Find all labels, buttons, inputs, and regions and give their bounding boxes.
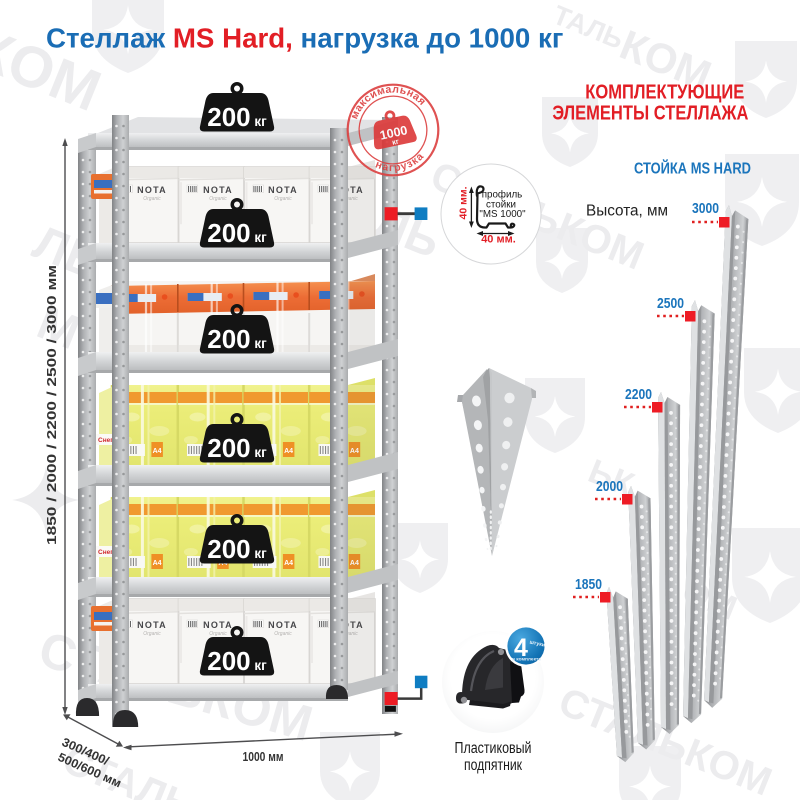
svg-text:Organic: Organic [209, 631, 227, 637]
svg-text:NOTA: NOTA [137, 620, 167, 630]
svg-text:40 мм.: 40 мм. [481, 234, 516, 246]
svg-text:Organic: Organic [274, 631, 292, 637]
svg-text:40 мм.: 40 мм. [458, 186, 470, 219]
svg-text:2200: 2200 [625, 386, 652, 403]
svg-text:профиль: профиль [482, 190, 523, 201]
svg-text:Стеллаж MS Hard, нагрузка до 1: Стеллаж MS Hard, нагрузка до 1000 кг [46, 23, 563, 54]
svg-text:1000 мм: 1000 мм [243, 750, 284, 764]
svg-text:A4: A4 [350, 560, 359, 567]
svg-text:Organic: Organic [143, 196, 161, 202]
svg-text:КОМПЛЕКТУЮЩИЕ: КОМПЛЕКТУЮЩИЕ [585, 81, 744, 103]
svg-text:1850 / 2000 / 2200 / 2500 / 30: 1850 / 2000 / 2200 / 2500 / 3000 мм [44, 265, 59, 545]
svg-text:Высота, мм: Высота, мм [586, 203, 668, 220]
svg-text:NOTA: NOTA [268, 185, 298, 195]
svg-text:NOTA: NOTA [203, 185, 233, 195]
svg-text:Organic: Organic [340, 196, 358, 202]
svg-text:Пластиковый: Пластиковый [455, 740, 532, 757]
svg-text:A4: A4 [284, 448, 293, 455]
svg-text:Organic: Organic [209, 196, 227, 202]
svg-text:Снег: Снег [98, 437, 113, 444]
svg-text:A4: A4 [350, 448, 359, 455]
svg-text:NOTA: NOTA [137, 185, 167, 195]
svg-text:стойки: стойки [486, 199, 516, 210]
svg-text:1000: 1000 [379, 123, 409, 142]
svg-text:A4: A4 [284, 560, 293, 567]
svg-text:2500: 2500 [657, 295, 684, 312]
svg-text:2000: 2000 [596, 478, 623, 495]
svg-text:подпятник: подпятник [464, 757, 522, 774]
svg-text:NOTA: NOTA [203, 620, 233, 630]
svg-text:NOTA: NOTA [334, 185, 364, 195]
svg-text:NOTA: NOTA [268, 620, 298, 630]
svg-text:Organic: Organic [143, 631, 161, 637]
svg-text:ЭЛЕМЕНТЫ СТЕЛЛАЖА: ЭЛЕМЕНТЫ СТЕЛЛАЖА [552, 103, 748, 125]
svg-text:A4: A4 [153, 448, 162, 455]
svg-text:Organic: Organic [274, 196, 292, 202]
svg-text:кг: кг [391, 137, 400, 147]
svg-text:СТОЙКА MS HARD: СТОЙКА MS HARD [634, 160, 751, 178]
svg-text:4: 4 [514, 634, 528, 662]
svg-text:штуки: штуки [529, 639, 546, 648]
svg-text:1850: 1850 [575, 576, 602, 593]
svg-text:3000: 3000 [692, 200, 719, 217]
svg-text:NOTA: NOTA [334, 620, 364, 630]
svg-text:Снег: Снег [98, 549, 113, 556]
svg-text:Organic: Organic [340, 631, 358, 637]
svg-text:A4: A4 [153, 560, 162, 567]
svg-text:в комплекте: в комплекте [512, 658, 541, 663]
svg-text:"MS 1000": "MS 1000" [479, 209, 526, 220]
